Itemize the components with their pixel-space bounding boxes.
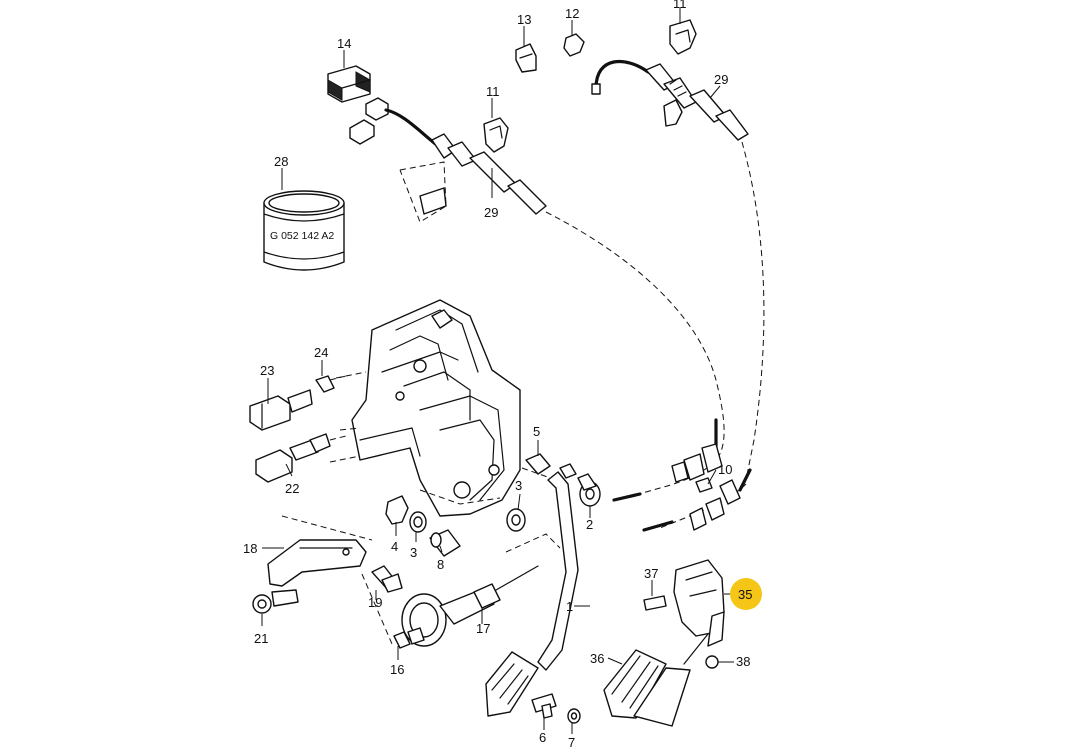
callout-28[interactable]: 28 [274,154,288,169]
pedal-bracket [329,299,521,517]
callout-22[interactable]: 22 [285,481,299,496]
callout-24[interactable]: 24 [314,345,328,360]
callout-37[interactable]: 37 [644,566,658,581]
callout-labels: 1 2 3 3 4 5 6 7 8 10 11 11 12 13 14 16 1… [243,0,752,749]
callout-38[interactable]: 38 [736,654,750,669]
callout-23[interactable]: 23 [260,363,274,378]
callout-21[interactable]: 21 [254,631,268,646]
callout-17[interactable]: 17 [476,621,490,636]
callout-12[interactable]: 12 [565,6,579,21]
callout-36[interactable]: 36 [590,651,604,666]
callout-8[interactable]: 8 [437,557,444,572]
small-hardware [385,453,601,557]
callout-2[interactable]: 2 [586,517,593,532]
callout-7[interactable]: 7 [568,735,575,749]
clutch-cable-right [515,19,749,141]
callout-29-right[interactable]: 29 [714,72,728,87]
leader-lines [261,8,734,734]
accelerator-module [603,559,725,727]
callout-4[interactable]: 4 [391,539,398,554]
callout-5[interactable]: 5 [533,424,540,439]
callout-10[interactable]: 10 [718,462,732,477]
callout-14[interactable]: 14 [337,36,351,51]
clutch-pedal [485,471,579,717]
callout-11-right[interactable]: 11 [673,0,687,11]
callout-35[interactable]: 35 [738,587,752,602]
callout-11-left[interactable]: 11 [486,84,500,99]
vacuum-servo [401,565,539,647]
switches [249,375,347,483]
cable-lower-ends [612,418,752,532]
callout-6[interactable]: 6 [539,730,546,745]
callout-35-highlight[interactable] [730,578,762,610]
callout-19[interactable]: 19 [368,595,382,610]
rubber-mount [327,65,371,103]
support-bracket [252,515,411,649]
sealant-tube: G 052 142 A2 [263,190,345,271]
bottom-fasteners [531,693,581,724]
callout-3-left[interactable]: 3 [410,545,417,560]
callout-1[interactable]: 1 [566,599,573,614]
clutch-cable-upper [327,65,547,223]
callout-16[interactable]: 16 [390,662,404,677]
callout-18[interactable]: 18 [243,541,257,556]
callout-3-right[interactable]: 3 [515,478,522,493]
callout-13[interactable]: 13 [517,12,531,27]
callout-29-left[interactable]: 29 [484,205,498,220]
sealant-part-number: G 052 142 A2 [270,230,334,242]
